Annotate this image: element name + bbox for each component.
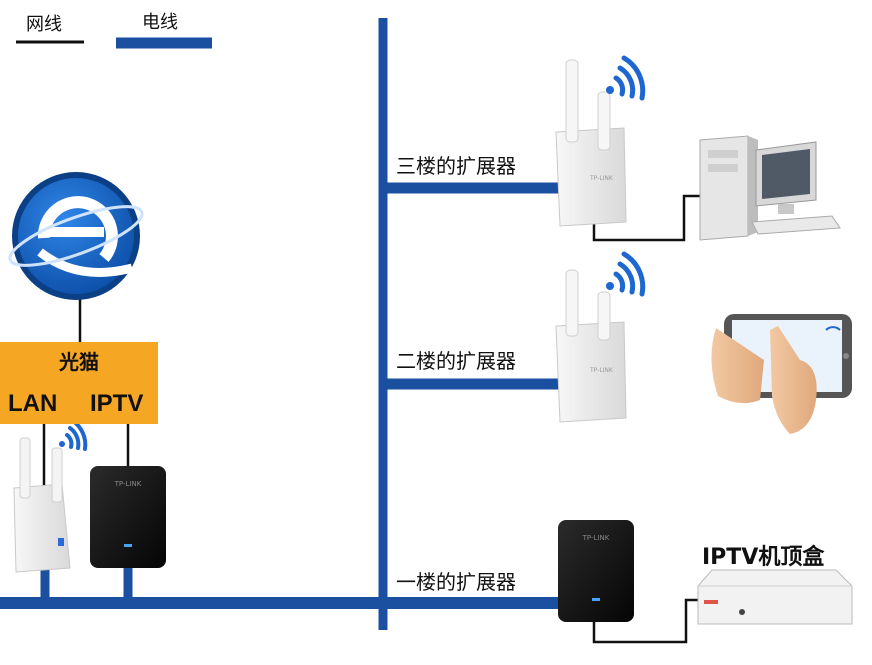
adapter-brand-text: TP-LINK	[114, 480, 142, 488]
third-floor-extender-label: 三楼的扩展器	[396, 154, 516, 178]
power-lines	[0, 18, 570, 630]
wifi-extender-third-floor: TP-LINK	[555, 59, 627, 227]
svg-text:TP-LINK: TP-LINK	[589, 175, 614, 182]
modem-port-iptv: IPTV	[90, 390, 144, 417]
powerline-adapter-modem-side: TP-LINK	[90, 466, 166, 568]
internet-globe-icon	[8, 172, 144, 300]
wifi-extender-second-floor: TP-LINK	[555, 269, 627, 423]
powerline-adapter-first-floor: TP-LINK	[558, 520, 634, 622]
svg-text:TP-LINK: TP-LINK	[582, 534, 610, 542]
legend-network-line-label: 网线	[26, 14, 62, 35]
wifi-signal-icon-modem-side	[59, 419, 88, 451]
iptv-settop-box-label: IPTV机顶盒	[702, 545, 825, 570]
svg-text:TP-LINK: TP-LINK	[589, 367, 614, 374]
modem-title: 光猫	[59, 350, 99, 374]
second-floor-extender-label: 二楼的扩展器	[396, 349, 516, 373]
optical-modem-box	[0, 342, 158, 424]
wifi-signal-icon-third-floor	[606, 55, 646, 101]
iptv-settop-box-icon	[697, 569, 853, 625]
tablet-icon	[711, 314, 852, 434]
modem-port-lan: LAN	[8, 390, 58, 417]
desktop-computer-icon	[699, 135, 841, 241]
wifi-signal-icon-second-floor	[606, 251, 646, 297]
wifi-extender-modem-side	[13, 437, 71, 573]
first-floor-extender-label: 一楼的扩展器	[396, 570, 516, 594]
legend-power-line-label: 电线	[142, 12, 178, 33]
